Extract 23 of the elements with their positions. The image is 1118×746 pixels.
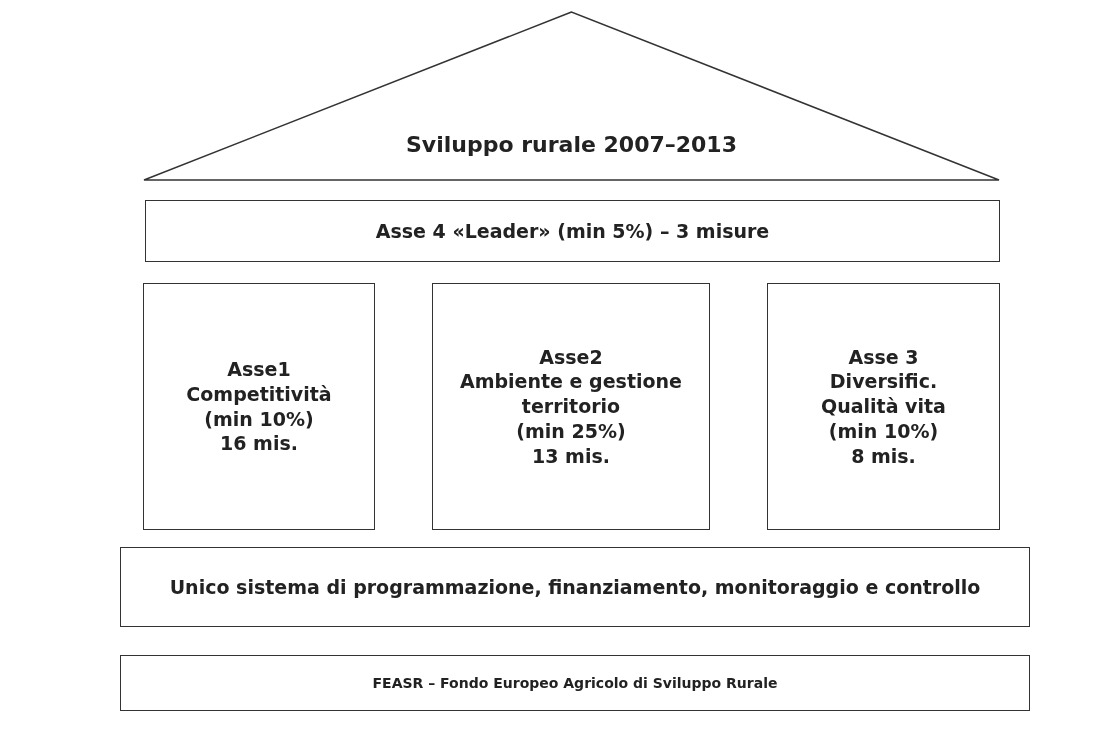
foundation-bar-label: FEASR – Fondo Europeo Agricolo di Sviluppo Rurale [372, 673, 778, 693]
pillar-text: Asse 3 [848, 344, 919, 370]
pillar-box [143, 283, 375, 530]
pillar-text: Asse1 [227, 357, 291, 382]
pillar-text: (min 10%) [828, 418, 939, 444]
pillar-box [432, 283, 710, 530]
pillar-box [767, 283, 1000, 530]
pillar-text: 8 mis. [851, 443, 916, 469]
axis-bar [145, 200, 1000, 262]
base-bar [120, 547, 1030, 627]
pillar-text: (min 10%) [204, 406, 314, 432]
pillar-text: 16 mis. [220, 431, 298, 456]
pillar-text: Qualità vita [821, 394, 946, 419]
base-bar-label: Unico sistema di programmazione, finanziamento, monitoraggio e controllo [169, 574, 981, 600]
pillar-text: (min 25%) [516, 418, 626, 444]
pillar-text: Ambiente e gestione territorio [459, 369, 683, 419]
axis-bar-label: Asse 4 «Leader» (min 5%) – 3 misure [375, 218, 770, 244]
pillar-text: Asse2 [539, 344, 603, 370]
foundation-bar [120, 655, 1030, 711]
pillar-text: Competitività [186, 381, 332, 407]
pillar-text: 13 mis. [532, 443, 610, 469]
pillar-text: Diversific. [829, 369, 938, 395]
roof-title: Sviluppo rurale 2007–2013 [406, 131, 737, 160]
